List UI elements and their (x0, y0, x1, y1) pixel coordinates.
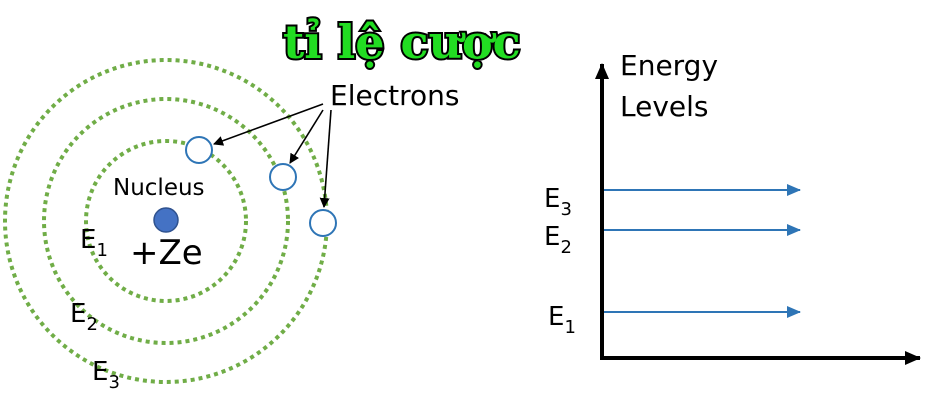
electron-pointers (213, 103, 332, 208)
watermark-title: tỉ lệ cược (283, 15, 521, 69)
nucleus-label: Nucleus (113, 175, 205, 201)
energy-axes (595, 63, 921, 365)
orbit-label-e1: E1 (80, 225, 108, 261)
pointer-arrow-2 (289, 109, 324, 164)
energy-level-arrows (604, 184, 801, 318)
pointer-arrow-1 (213, 103, 324, 146)
electron-middle (269, 163, 297, 191)
electron-outer (309, 209, 337, 237)
orbit-e2 (42, 97, 290, 345)
pointer-arrow-3 (319, 109, 332, 208)
axis-title-line2: Levels (620, 90, 709, 123)
orbit-label-e2: E2 (70, 299, 98, 335)
orbit-label-e3: E3 (92, 357, 120, 393)
orbit-e1 (84, 139, 248, 303)
level-label-e1: E1 (548, 302, 576, 338)
electrons (185, 136, 337, 237)
level-label-e2: E2 (544, 222, 572, 258)
charge-label: +Ze (130, 233, 203, 273)
nucleus (153, 207, 179, 233)
electrons-label: Electrons (330, 79, 459, 112)
axis-title-line1: Energy (620, 49, 718, 82)
electron-inner (185, 136, 213, 164)
level-label-e3: E3 (544, 184, 572, 220)
